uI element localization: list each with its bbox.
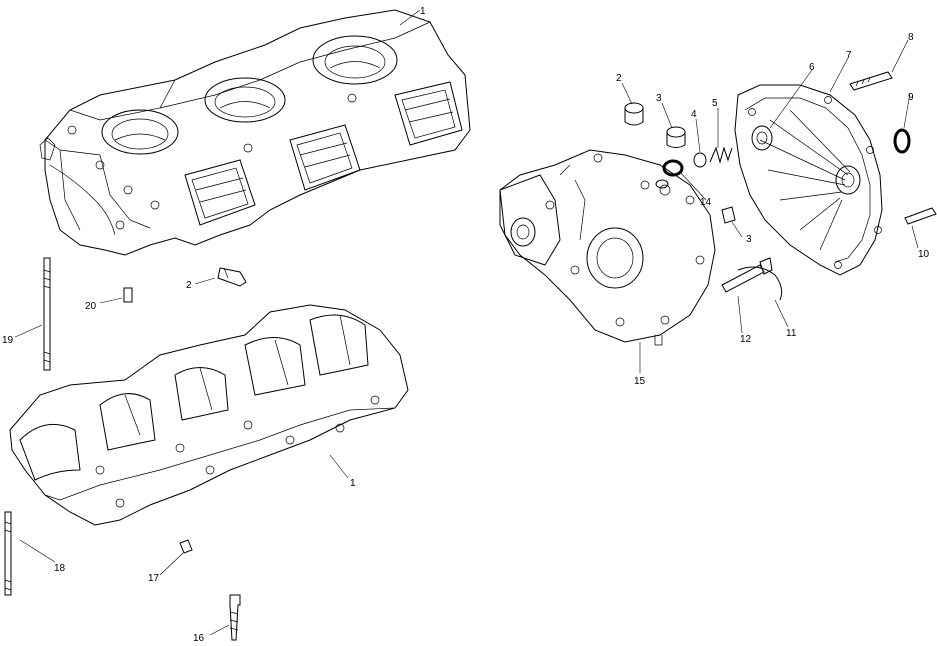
lower-crankcase xyxy=(9,304,409,526)
callout-1-top: 1 xyxy=(420,6,426,17)
clip-part-11 xyxy=(737,266,783,301)
housing-part-15 xyxy=(499,149,716,346)
callout-17: 17 xyxy=(148,573,160,584)
callout-3-right: 3 xyxy=(746,234,752,245)
callout-2-right: 2 xyxy=(616,73,622,84)
bolt-part-2-left xyxy=(217,267,247,287)
pin-part-17 xyxy=(179,539,193,554)
callout-11: 11 xyxy=(786,328,797,339)
callout-2-left: 2 xyxy=(186,280,192,291)
stud-part-19 xyxy=(43,257,51,371)
callout-4: 4 xyxy=(691,109,697,120)
leader-lines xyxy=(14,9,919,636)
bolt-part-10 xyxy=(904,207,937,225)
washer-part-14 xyxy=(655,179,669,189)
callout-12: 12 xyxy=(740,334,752,345)
dowel-pin-part-20 xyxy=(123,287,133,303)
ring-part-4 xyxy=(693,152,707,168)
bushing-part-2-right xyxy=(624,102,644,126)
upper-crankcase xyxy=(39,9,471,256)
bolt-part-16 xyxy=(229,594,241,641)
callout-9: 9 xyxy=(908,92,914,103)
callout-10: 10 xyxy=(918,249,930,260)
callout-16: 16 xyxy=(193,633,205,644)
bolt-part-8 xyxy=(849,71,893,91)
bolt-part-12 xyxy=(721,257,773,293)
callout-14: 14 xyxy=(700,197,712,208)
callout-6: 6 xyxy=(809,62,815,73)
callout-7: 7 xyxy=(846,50,852,61)
callout-labels: 1 2 20 19 1 18 17 16 2 3 4 5 6 7 8 9 14 … xyxy=(2,6,930,644)
callout-19: 19 xyxy=(2,335,14,346)
spring-part-5 xyxy=(709,146,733,164)
callout-3-top: 3 xyxy=(656,93,662,104)
o-ring-part-9 xyxy=(893,128,911,154)
seal-ring-part-14 xyxy=(662,159,684,177)
callout-8: 8 xyxy=(908,32,914,43)
cover-part-7 xyxy=(734,84,883,276)
callout-1-bottom: 1 xyxy=(350,478,356,489)
callout-20: 20 xyxy=(85,301,97,312)
callout-5: 5 xyxy=(712,98,718,109)
pin-part-3-right xyxy=(721,206,736,224)
stud-part-18 xyxy=(4,511,12,596)
callout-15: 15 xyxy=(634,376,646,387)
cap-part-3-top xyxy=(666,126,686,148)
callout-18: 18 xyxy=(54,563,66,574)
